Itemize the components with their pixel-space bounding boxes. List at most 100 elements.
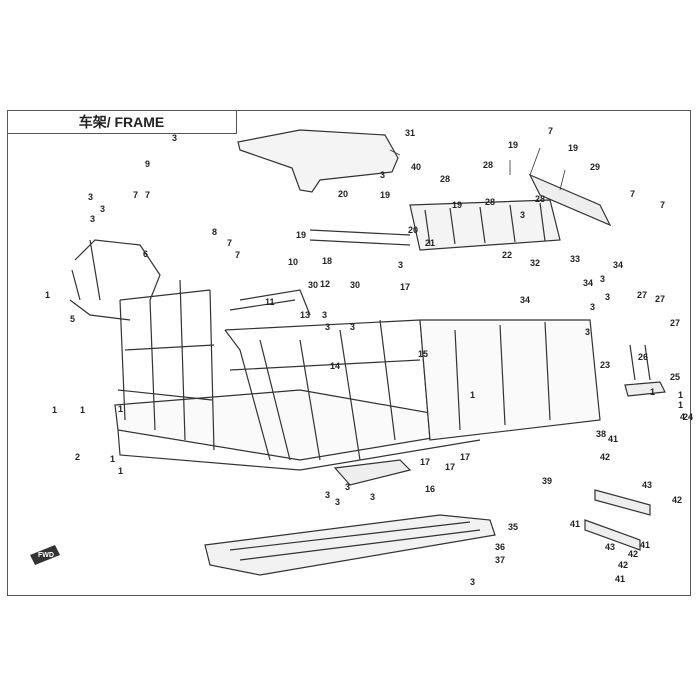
callout-number: 1 — [110, 454, 115, 464]
callout-number: 37 — [495, 555, 505, 565]
lower-arm-2 — [584, 519, 641, 551]
callout-number: 3 — [605, 292, 610, 302]
callout-number: 28 — [485, 197, 495, 207]
callout-number: 1 — [470, 390, 475, 400]
callout-number: 39 — [542, 476, 552, 486]
callout-number: 3 — [325, 322, 330, 332]
callout-number: 43 — [605, 542, 615, 552]
footrest-plate — [333, 459, 412, 486]
callout-number: 3 — [470, 577, 475, 587]
callout-number: 41 — [570, 519, 580, 529]
callout-number: 1 — [45, 290, 50, 300]
rear-rack — [409, 199, 561, 251]
lower-arm — [594, 489, 651, 516]
callout-number: 35 — [508, 522, 518, 532]
callout-number: 1 — [118, 404, 123, 414]
callout-number: 3 — [325, 490, 330, 500]
callout-number: 42 — [618, 560, 628, 570]
callout-number: 7 — [227, 238, 232, 248]
callout-number: 20 — [408, 225, 418, 235]
callout-number: 3 — [398, 260, 403, 270]
rear-frame — [419, 319, 601, 441]
callout-number: 40 — [411, 162, 421, 172]
callout-number: 7 — [145, 190, 150, 200]
callout-number: 7 — [235, 250, 240, 260]
callout-number: 23 — [600, 360, 610, 370]
callout-number: 22 — [502, 250, 512, 260]
callout-number: 18 — [322, 256, 332, 266]
callout-number: 3 — [322, 310, 327, 320]
callout-number: 7 — [630, 189, 635, 199]
skid-plate — [204, 514, 496, 576]
callout-number: 4 — [680, 412, 685, 422]
callout-number: 29 — [590, 162, 600, 172]
callout-number: 20 — [338, 189, 348, 199]
callout-number: 42 — [600, 452, 610, 462]
callout-number: 41 — [615, 574, 625, 584]
callout-number: 19 — [296, 230, 306, 240]
callout-number: 34 — [583, 278, 593, 288]
callout-number: 17 — [460, 452, 470, 462]
callout-number: 8 — [212, 227, 217, 237]
front-bumper — [69, 239, 161, 321]
callout-number: 28 — [440, 174, 450, 184]
callout-number: 14 — [330, 361, 340, 371]
callout-number: 1 — [80, 405, 85, 415]
callout-number: 17 — [445, 462, 455, 472]
callout-number: 21 — [425, 238, 435, 248]
diagram-border — [7, 110, 691, 596]
callout-number: 24 — [683, 412, 693, 422]
callout-number: 15 — [418, 349, 428, 359]
callout-number: 3 — [88, 192, 93, 202]
callout-number: 3 — [590, 302, 595, 312]
callout-number: 3 — [585, 327, 590, 337]
callout-number: 3 — [345, 482, 350, 492]
callout-number: 25 — [670, 372, 680, 382]
callout-number: 34 — [613, 260, 623, 270]
callout-number: 27 — [670, 318, 680, 328]
callout-number: 19 — [508, 140, 518, 150]
callout-number: 19 — [568, 143, 578, 153]
callout-number: 3 — [172, 133, 177, 143]
callout-number: 12 — [320, 279, 330, 289]
callout-number: 3 — [90, 214, 95, 224]
mud-plate — [624, 381, 666, 397]
callout-number: 1 — [118, 466, 123, 476]
callout-number: 30 — [308, 280, 318, 290]
callout-number: 13 — [300, 310, 310, 320]
callout-number: 11 — [265, 297, 275, 307]
callout-number: 17 — [420, 457, 430, 467]
callout-number: 3 — [100, 204, 105, 214]
callout-number: 27 — [655, 294, 665, 304]
callout-number: 6 — [143, 249, 148, 259]
fwd-arrow-icon — [30, 545, 60, 565]
callout-number: 27 — [637, 290, 647, 300]
fwd-label: FWD — [38, 552, 54, 559]
callout-number: 38 — [596, 429, 606, 439]
callout-number: 42 — [672, 495, 682, 505]
diagram-title: 车架/ FRAME — [7, 110, 237, 134]
callout-number: 17 — [400, 282, 410, 292]
callout-number: 3 — [335, 497, 340, 507]
callout-number: 3 — [380, 170, 385, 180]
callout-number: 1 — [52, 405, 57, 415]
callout-number: 9 — [145, 159, 150, 169]
callout-number: 26 — [638, 352, 648, 362]
seat-plate — [237, 129, 399, 193]
callout-number: 3 — [600, 274, 605, 284]
callout-number: 28 — [483, 160, 493, 170]
callout-number: 30 — [350, 280, 360, 290]
callout-number: 1 — [678, 400, 683, 410]
callout-number: 3 — [350, 322, 355, 332]
callout-number: 2 — [75, 452, 80, 462]
callout-number: 36 — [495, 542, 505, 552]
callout-number: 41 — [640, 540, 650, 550]
callout-number: 5 — [70, 314, 75, 324]
callout-number: 28 — [535, 194, 545, 204]
callout-number: 34 — [520, 295, 530, 305]
callout-number: 7 — [660, 200, 665, 210]
callout-number: 33 — [570, 254, 580, 264]
callout-number: 1 — [650, 387, 655, 397]
